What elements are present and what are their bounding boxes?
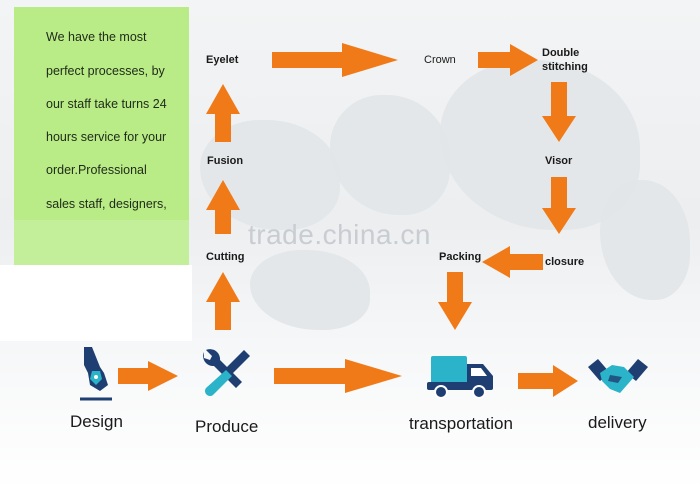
step-cutting: Cutting: [206, 251, 245, 263]
intro-line: perfect processes, by: [46, 64, 165, 78]
arrow-visor-to-closure: [542, 177, 576, 234]
white-panel: [0, 265, 192, 341]
step-visor: Visor: [545, 155, 573, 167]
arrow-produce-to-transportation: [274, 359, 402, 393]
step-double-stitching-line2: stitching: [542, 61, 588, 73]
intro-line: order.Professional: [46, 163, 147, 177]
arrow-fusion-to-eyelet: [206, 84, 240, 142]
handshake-icon: [588, 359, 648, 393]
step-double-stitching-line1: Double: [542, 47, 580, 59]
arrow-crown-to-double-stitching: [478, 44, 538, 76]
stage-design: Design: [70, 412, 123, 431]
arrow-double-stitching-to-visor: [542, 82, 576, 142]
arrow-packing-to-transportation: [438, 272, 472, 330]
arrow-transportation-to-delivery: [518, 365, 578, 397]
step-closure: closure: [545, 256, 585, 268]
stage-delivery: delivery: [588, 413, 647, 432]
stage-produce: Produce: [195, 417, 259, 436]
intro-line: hours service for your: [46, 130, 167, 144]
step-fusion: Fusion: [207, 155, 244, 167]
arrow-cutting-to-fusion: [206, 180, 240, 234]
arrow-produce-to-cutting: [206, 272, 240, 330]
intro-line: sales staff, designers,: [46, 197, 167, 211]
wrench-screwdriver-icon: [203, 349, 250, 396]
arrow-eyelet-to-crown: [272, 43, 398, 77]
step-eyelet: Eyelet: [206, 54, 239, 66]
intro-line: our staff take turns 24: [46, 97, 167, 111]
step-packing: Packing: [439, 251, 482, 263]
intro-line: We have the most: [46, 30, 147, 44]
delivery-truck-icon: [427, 356, 493, 399]
stage-transportation: transportation: [409, 414, 513, 433]
step-crown: Crown: [424, 54, 456, 66]
pen-nib-icon: [80, 347, 112, 401]
watermark: trade.china.cn: [248, 219, 431, 250]
intro-text-box-fade: [14, 220, 189, 265]
arrow-closure-to-packing: [482, 246, 543, 278]
arrow-design-to-produce: [118, 361, 178, 391]
